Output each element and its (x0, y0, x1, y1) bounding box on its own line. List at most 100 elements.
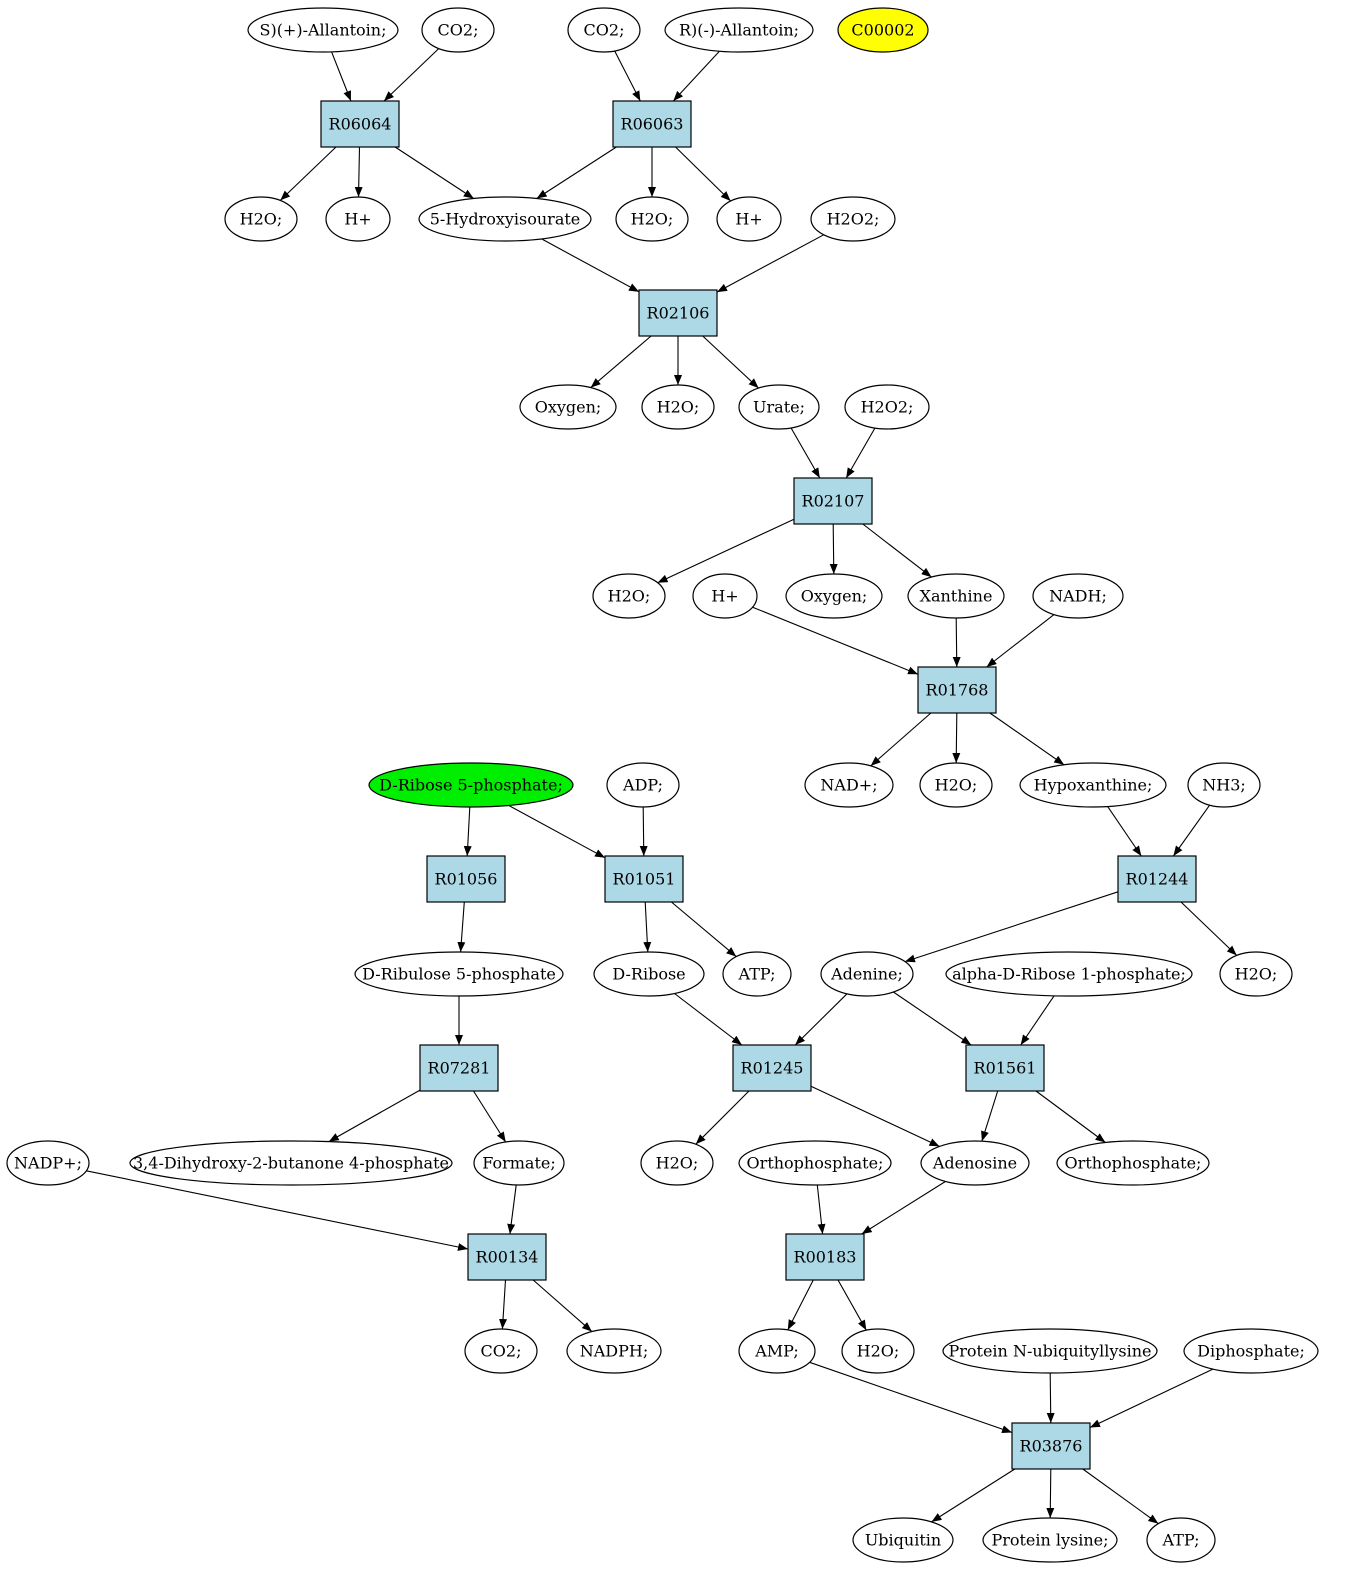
compound-label: C00002 (851, 21, 914, 40)
compound-node-s-allantoin[interactable]: S)(+)-Allantoin; (247, 7, 399, 53)
compound-node-co2-c[interactable]: CO2; (464, 1328, 538, 1374)
compound-node-h2o-h[interactable]: H2O; (841, 1328, 915, 1374)
edge-co2-a-to-r06064 (383, 48, 440, 102)
reaction-label: R03876 (1020, 1437, 1083, 1456)
compound-label: Adenosine (932, 1154, 1017, 1173)
compound-node-hplus-c[interactable]: H+ (692, 573, 758, 619)
compound-node-h2o-e[interactable]: H2O; (919, 762, 993, 808)
reaction-node-r01056[interactable]: R01056 (426, 855, 506, 903)
compound-node-urate[interactable]: Urate; (738, 384, 820, 430)
compound-node-orthophosphate-a[interactable]: Orthophosphate; (738, 1140, 892, 1186)
edge-hplus-c-to-r01768 (752, 606, 919, 675)
edge-r01561-to-orthophosphate-b (1035, 1090, 1106, 1143)
edge-r03876-to-atp-b (1082, 1468, 1159, 1525)
compound-node-h2o2-b[interactable]: H2O2; (844, 384, 930, 430)
compound-node-alpha-ribose1p[interactable]: alpha-D-Ribose 1-phosphate; (945, 951, 1193, 997)
edge-r06063-to-hplus-b (675, 146, 731, 202)
compound-node-adenosine[interactable]: Adenosine (920, 1140, 1030, 1186)
compound-node-co2-b[interactable]: CO2; (567, 7, 641, 53)
compound-node-oxygen-b[interactable]: Oxygen; (785, 573, 883, 619)
compound-node-hplus-a[interactable]: H+ (325, 196, 391, 242)
compound-node-nadph[interactable]: NADPH; (566, 1328, 662, 1374)
compound-node-h2o2-a[interactable]: H2O2; (810, 196, 896, 242)
reaction-node-r01051[interactable]: R01051 (604, 855, 684, 903)
reaction-node-r01768[interactable]: R01768 (917, 666, 997, 714)
compound-ellipse (810, 196, 896, 242)
compound-node-nadh[interactable]: NADH; (1032, 573, 1124, 619)
edge-orthophosphate-a-to-r00183 (816, 1184, 826, 1235)
compound-node-hplus-b[interactable]: H+ (716, 196, 782, 242)
reaction-node-r02106[interactable]: R02106 (638, 289, 718, 337)
edge-r02107-to-xanthine (862, 523, 932, 578)
reaction-node-r02107[interactable]: R02107 (793, 477, 873, 525)
compound-label: NADH; (1049, 587, 1107, 606)
reaction-node-r01244[interactable]: R01244 (1117, 855, 1197, 903)
edges-layer (86, 48, 1238, 1525)
reaction-node-r07281[interactable]: R07281 (419, 1044, 499, 1092)
compound-node-hydroxyisourate[interactable]: 5-Hydroxyisourate (418, 196, 592, 242)
compound-node-adenine[interactable]: Adenine; (820, 951, 914, 997)
compound-node-h2o-f[interactable]: H2O; (1219, 951, 1293, 997)
compound-node-h2o-b[interactable]: H2O; (615, 196, 689, 242)
compound-node-formate[interactable]: Formate; (473, 1140, 565, 1186)
compound-node-oxygen-a[interactable]: Oxygen; (519, 384, 617, 430)
compound-ellipse (1187, 762, 1261, 808)
edge-r02106-to-oxygen-a (590, 335, 652, 389)
compound-ellipse (566, 1328, 662, 1374)
reaction-label: R07281 (428, 1059, 491, 1078)
compound-label: H2O2; (827, 210, 880, 229)
edge-r06064-to-h2o-a (279, 146, 337, 201)
compound-ellipse (804, 762, 894, 808)
compound-label: H2O; (608, 587, 651, 606)
compound-node-atp-b[interactable]: ATP; (1146, 1517, 1216, 1563)
compound-label: alpha-D-Ribose 1-phosphate; (952, 965, 1186, 984)
compound-node-orthophosphate-b[interactable]: Orthophosphate; (1056, 1140, 1210, 1186)
compound-node-hypoxanthine[interactable]: Hypoxanthine; (1019, 762, 1167, 808)
reaction-node-r01561[interactable]: R01561 (965, 1044, 1045, 1092)
compound-ellipse (722, 951, 792, 997)
compound-ellipse (1146, 1517, 1216, 1563)
compound-node-amp[interactable]: AMP; (738, 1328, 816, 1374)
compound-node-co2-a[interactable]: CO2; (421, 7, 495, 53)
reaction-node-r03876[interactable]: R03876 (1011, 1422, 1091, 1470)
compound-node-h2o-c[interactable]: H2O; (641, 384, 715, 430)
compound-ellipse (907, 573, 1005, 619)
compound-node-h2o-d[interactable]: H2O; (592, 573, 666, 619)
reaction-node-r06063[interactable]: R06063 (612, 100, 692, 148)
compound-node-nh3[interactable]: NH3; (1187, 762, 1261, 808)
compound-node-atp-a[interactable]: ATP; (722, 951, 792, 997)
compound-label: Orthophosphate; (747, 1154, 884, 1173)
reaction-box (612, 100, 692, 148)
compound-label: H2O; (631, 210, 674, 229)
compound-label: CO2; (438, 21, 479, 40)
edge-r02107-to-h2o-d (657, 518, 795, 584)
compound-node-c00002[interactable]: C00002 (837, 7, 929, 53)
compound-ellipse (716, 196, 782, 242)
compound-node-nadpplus[interactable]: NADP+; (6, 1140, 90, 1186)
compound-ellipse (664, 7, 814, 53)
compound-node-dihydroxybutanone[interactable]: 3,4-Dihydroxy-2-butanone 4-phosphate (129, 1140, 453, 1186)
compound-node-ubiquitin[interactable]: Ubiquitin (852, 1517, 954, 1563)
compound-node-protein-ubiq[interactable]: Protein N-ubiquityllysine (942, 1328, 1158, 1374)
compound-node-protein-lysine[interactable]: Protein lysine; (982, 1517, 1118, 1563)
compound-node-diphosphate[interactable]: Diphosphate; (1183, 1328, 1319, 1374)
edge-dribose-to-r01245 (674, 993, 743, 1046)
reaction-node-r00134[interactable]: R00134 (467, 1233, 547, 1281)
compound-node-h2o-g[interactable]: H2O; (640, 1140, 714, 1186)
compound-ellipse (593, 951, 705, 997)
edge-r07281-to-dihydroxybutanone (328, 1089, 421, 1143)
compound-label: H2O; (656, 1154, 699, 1173)
reaction-node-r01245[interactable]: R01245 (732, 1044, 812, 1092)
compound-ellipse (785, 573, 883, 619)
reaction-node-r00183[interactable]: R00183 (785, 1233, 865, 1281)
edge-r00134-to-nadph (532, 1279, 593, 1333)
reaction-node-r06064[interactable]: R06064 (320, 100, 400, 148)
compound-node-ribose5p[interactable]: D-Ribose 5-phosphate; (368, 762, 574, 808)
compound-node-ribulose5p[interactable]: D-Ribulose 5-phosphate (354, 951, 564, 997)
compound-node-h2o-a[interactable]: H2O; (224, 196, 298, 242)
compound-node-dribose[interactable]: D-Ribose (593, 951, 705, 997)
compound-node-r-allantoin[interactable]: R)(-)-Allantoin; (664, 7, 814, 53)
compound-node-xanthine[interactable]: Xanthine (907, 573, 1005, 619)
compound-node-nadplus[interactable]: NAD+; (804, 762, 894, 808)
compound-node-adp[interactable]: ADP; (606, 762, 680, 808)
